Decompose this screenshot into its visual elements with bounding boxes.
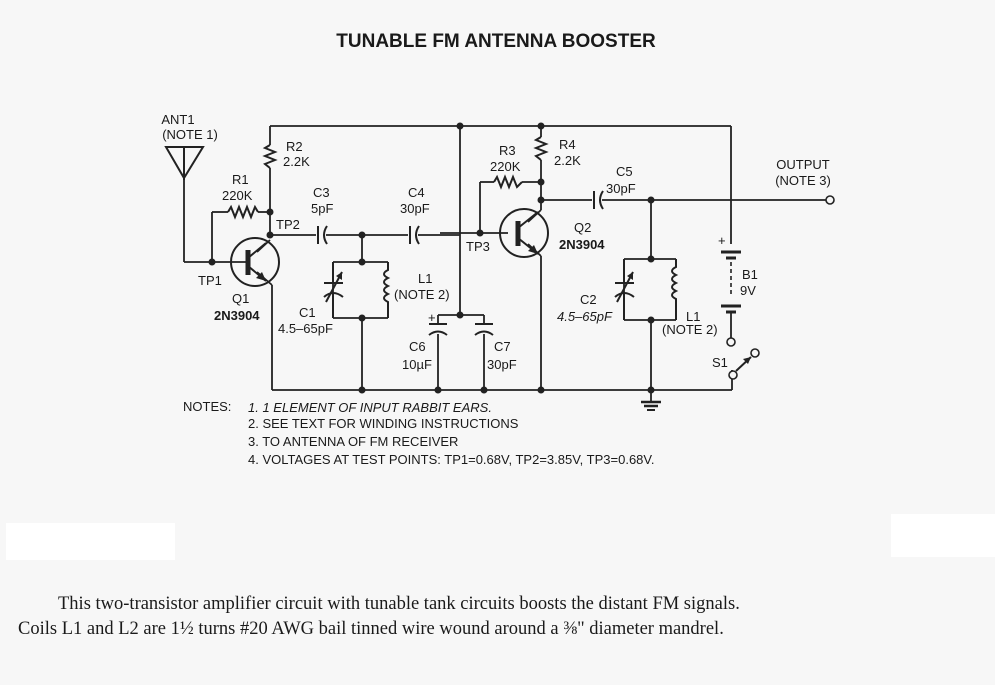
resistor-r1-symbol xyxy=(227,204,259,220)
q2-part: 2N3904 xyxy=(559,237,605,252)
q1-part: 2N3904 xyxy=(214,308,260,323)
c7-ref: C7 xyxy=(494,339,511,354)
b1-value: 9V xyxy=(740,283,756,298)
output-label: OUTPUT xyxy=(776,157,830,172)
q1-ref: Q1 xyxy=(232,291,249,306)
tp1-label: TP1 xyxy=(198,273,222,288)
r2-value: 2.2K xyxy=(283,154,310,169)
battery-b1-symbol xyxy=(721,250,741,314)
c5-value: 30pF xyxy=(606,181,636,196)
c1-value: 4.5–65pF xyxy=(278,321,333,336)
l2-note: (NOTE 2) xyxy=(662,322,718,337)
variable-capacitor-c2-symbol xyxy=(614,259,635,320)
ant1-label: ANT1 xyxy=(161,112,194,127)
note-item-2: 2. SEE TEXT FOR WINDING INSTRUCTIONS xyxy=(248,416,519,431)
inductor-l2-symbol xyxy=(671,259,679,320)
l1-note: (NOTE 2) xyxy=(394,287,450,302)
variable-capacitor-c1-symbol xyxy=(323,262,344,318)
c6-value: 10µF xyxy=(402,357,432,372)
capacitor-c6-symbol xyxy=(428,323,448,336)
c1-ref: C1 xyxy=(299,305,316,320)
junction-dots xyxy=(208,122,655,394)
r1-value: 220K xyxy=(222,188,253,203)
r4-ref: R4 xyxy=(559,137,576,152)
inductor-l1-symbol xyxy=(383,262,391,318)
s1-ref: S1 xyxy=(712,355,728,370)
resistor-r3-symbol xyxy=(493,174,523,190)
tp3-label: TP3 xyxy=(466,239,490,254)
c6-ref: C6 xyxy=(409,339,426,354)
capacitor-c4-symbol xyxy=(409,225,420,245)
blank-region-right xyxy=(891,514,995,557)
transistor-q2-symbol xyxy=(499,208,549,258)
output-note: (NOTE 3) xyxy=(775,173,831,188)
c2-value: 4.5–65pF xyxy=(557,309,613,324)
c3-ref: C3 xyxy=(313,185,330,200)
r1-ref: R1 xyxy=(232,172,249,187)
capacitor-c3-symbol xyxy=(317,225,328,245)
c4-value: 30pF xyxy=(400,201,430,216)
antenna-symbol xyxy=(164,146,205,180)
q2-ref: Q2 xyxy=(574,220,591,235)
notes-header: NOTES: xyxy=(183,399,231,414)
note-item-3: 3. TO ANTENNA OF FM RECEIVER xyxy=(248,434,458,449)
r4-value: 2.2K xyxy=(554,153,581,168)
c2-ref: C2 xyxy=(580,292,597,307)
r3-ref: R3 xyxy=(499,143,516,158)
wires xyxy=(183,125,826,402)
c6-plus-sign: + xyxy=(428,310,436,325)
c4-ref: C4 xyxy=(408,185,425,200)
ground-icon xyxy=(641,400,661,411)
output-terminal[interactable] xyxy=(825,195,835,205)
c7-value: 30pF xyxy=(487,357,517,372)
ant1-note: (NOTE 1) xyxy=(162,127,218,142)
r2-ref: R2 xyxy=(286,139,303,154)
resistor-r4-symbol xyxy=(533,136,549,161)
l1-ref: L1 xyxy=(418,271,432,286)
switch-s1-symbol[interactable] xyxy=(726,337,760,380)
caption-line-1: This two-transistor amplifier circuit wi… xyxy=(58,594,740,614)
note-item-4: 4. VOLTAGES AT TEST POINTS: TP1=0.68V, T… xyxy=(248,452,655,467)
capacitor-c7-symbol xyxy=(474,323,494,336)
r3-value: 220K xyxy=(490,159,521,174)
l2-ref: L1 xyxy=(686,309,700,324)
capacitor-c5-symbol xyxy=(593,190,604,210)
b1-plus-sign: + xyxy=(718,233,726,248)
c5-ref: C5 xyxy=(616,164,633,179)
figure-caption: This two-transistor amplifier circuit wi… xyxy=(18,592,988,642)
transistor-q1-symbol xyxy=(230,237,280,287)
note-item-1: 1. 1 ELEMENT OF INPUT RABBIT EARS. xyxy=(248,400,492,415)
caption-line-2: Coils L1 and L2 are 1½ turns #20 AWG bai… xyxy=(18,619,724,639)
c3-value: 5pF xyxy=(311,201,333,216)
blank-region-left xyxy=(6,523,175,560)
diagram-title: TUNABLE FM ANTENNA BOOSTER xyxy=(336,31,656,52)
b1-ref: B1 xyxy=(742,267,758,282)
tp2-label: TP2 xyxy=(276,217,300,232)
resistor-r2-symbol xyxy=(262,144,278,169)
